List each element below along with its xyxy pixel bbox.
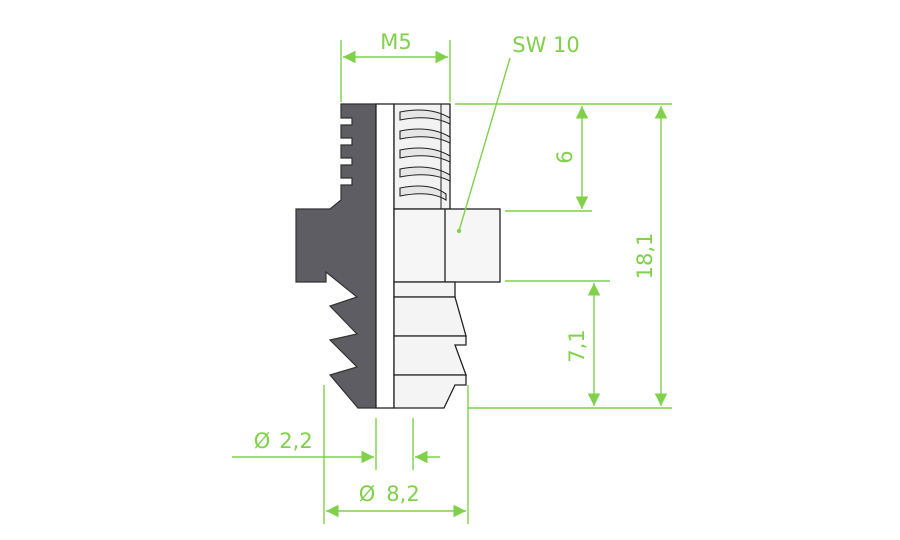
- thread-size-label: M5: [380, 30, 411, 54]
- bore-diameter-label: 2,2: [279, 429, 312, 453]
- total-length-label: 18,1: [633, 233, 657, 280]
- diameter-symbol: Ø: [254, 429, 271, 453]
- barb-diameter-label: 8,2: [386, 482, 419, 506]
- section-half-body: [295, 103, 377, 409]
- bore-channel: [375, 103, 395, 409]
- bore-diameter-dimension: Ø 2,2: [254, 429, 313, 453]
- barb-diameter-dimension: Ø 8,2: [359, 482, 420, 506]
- leader-dot: [456, 228, 462, 234]
- dimension-lines: [232, 40, 672, 524]
- thread-length-label: 6: [553, 150, 577, 163]
- diameter-symbol: Ø: [359, 482, 376, 506]
- wrench-size-label: SW 10: [512, 33, 580, 57]
- barb-profile: [393, 281, 467, 409]
- hex-wrench-flats: [393, 208, 501, 283]
- thread-flanks: [399, 109, 451, 201]
- barb-length-label: 7,1: [565, 329, 589, 362]
